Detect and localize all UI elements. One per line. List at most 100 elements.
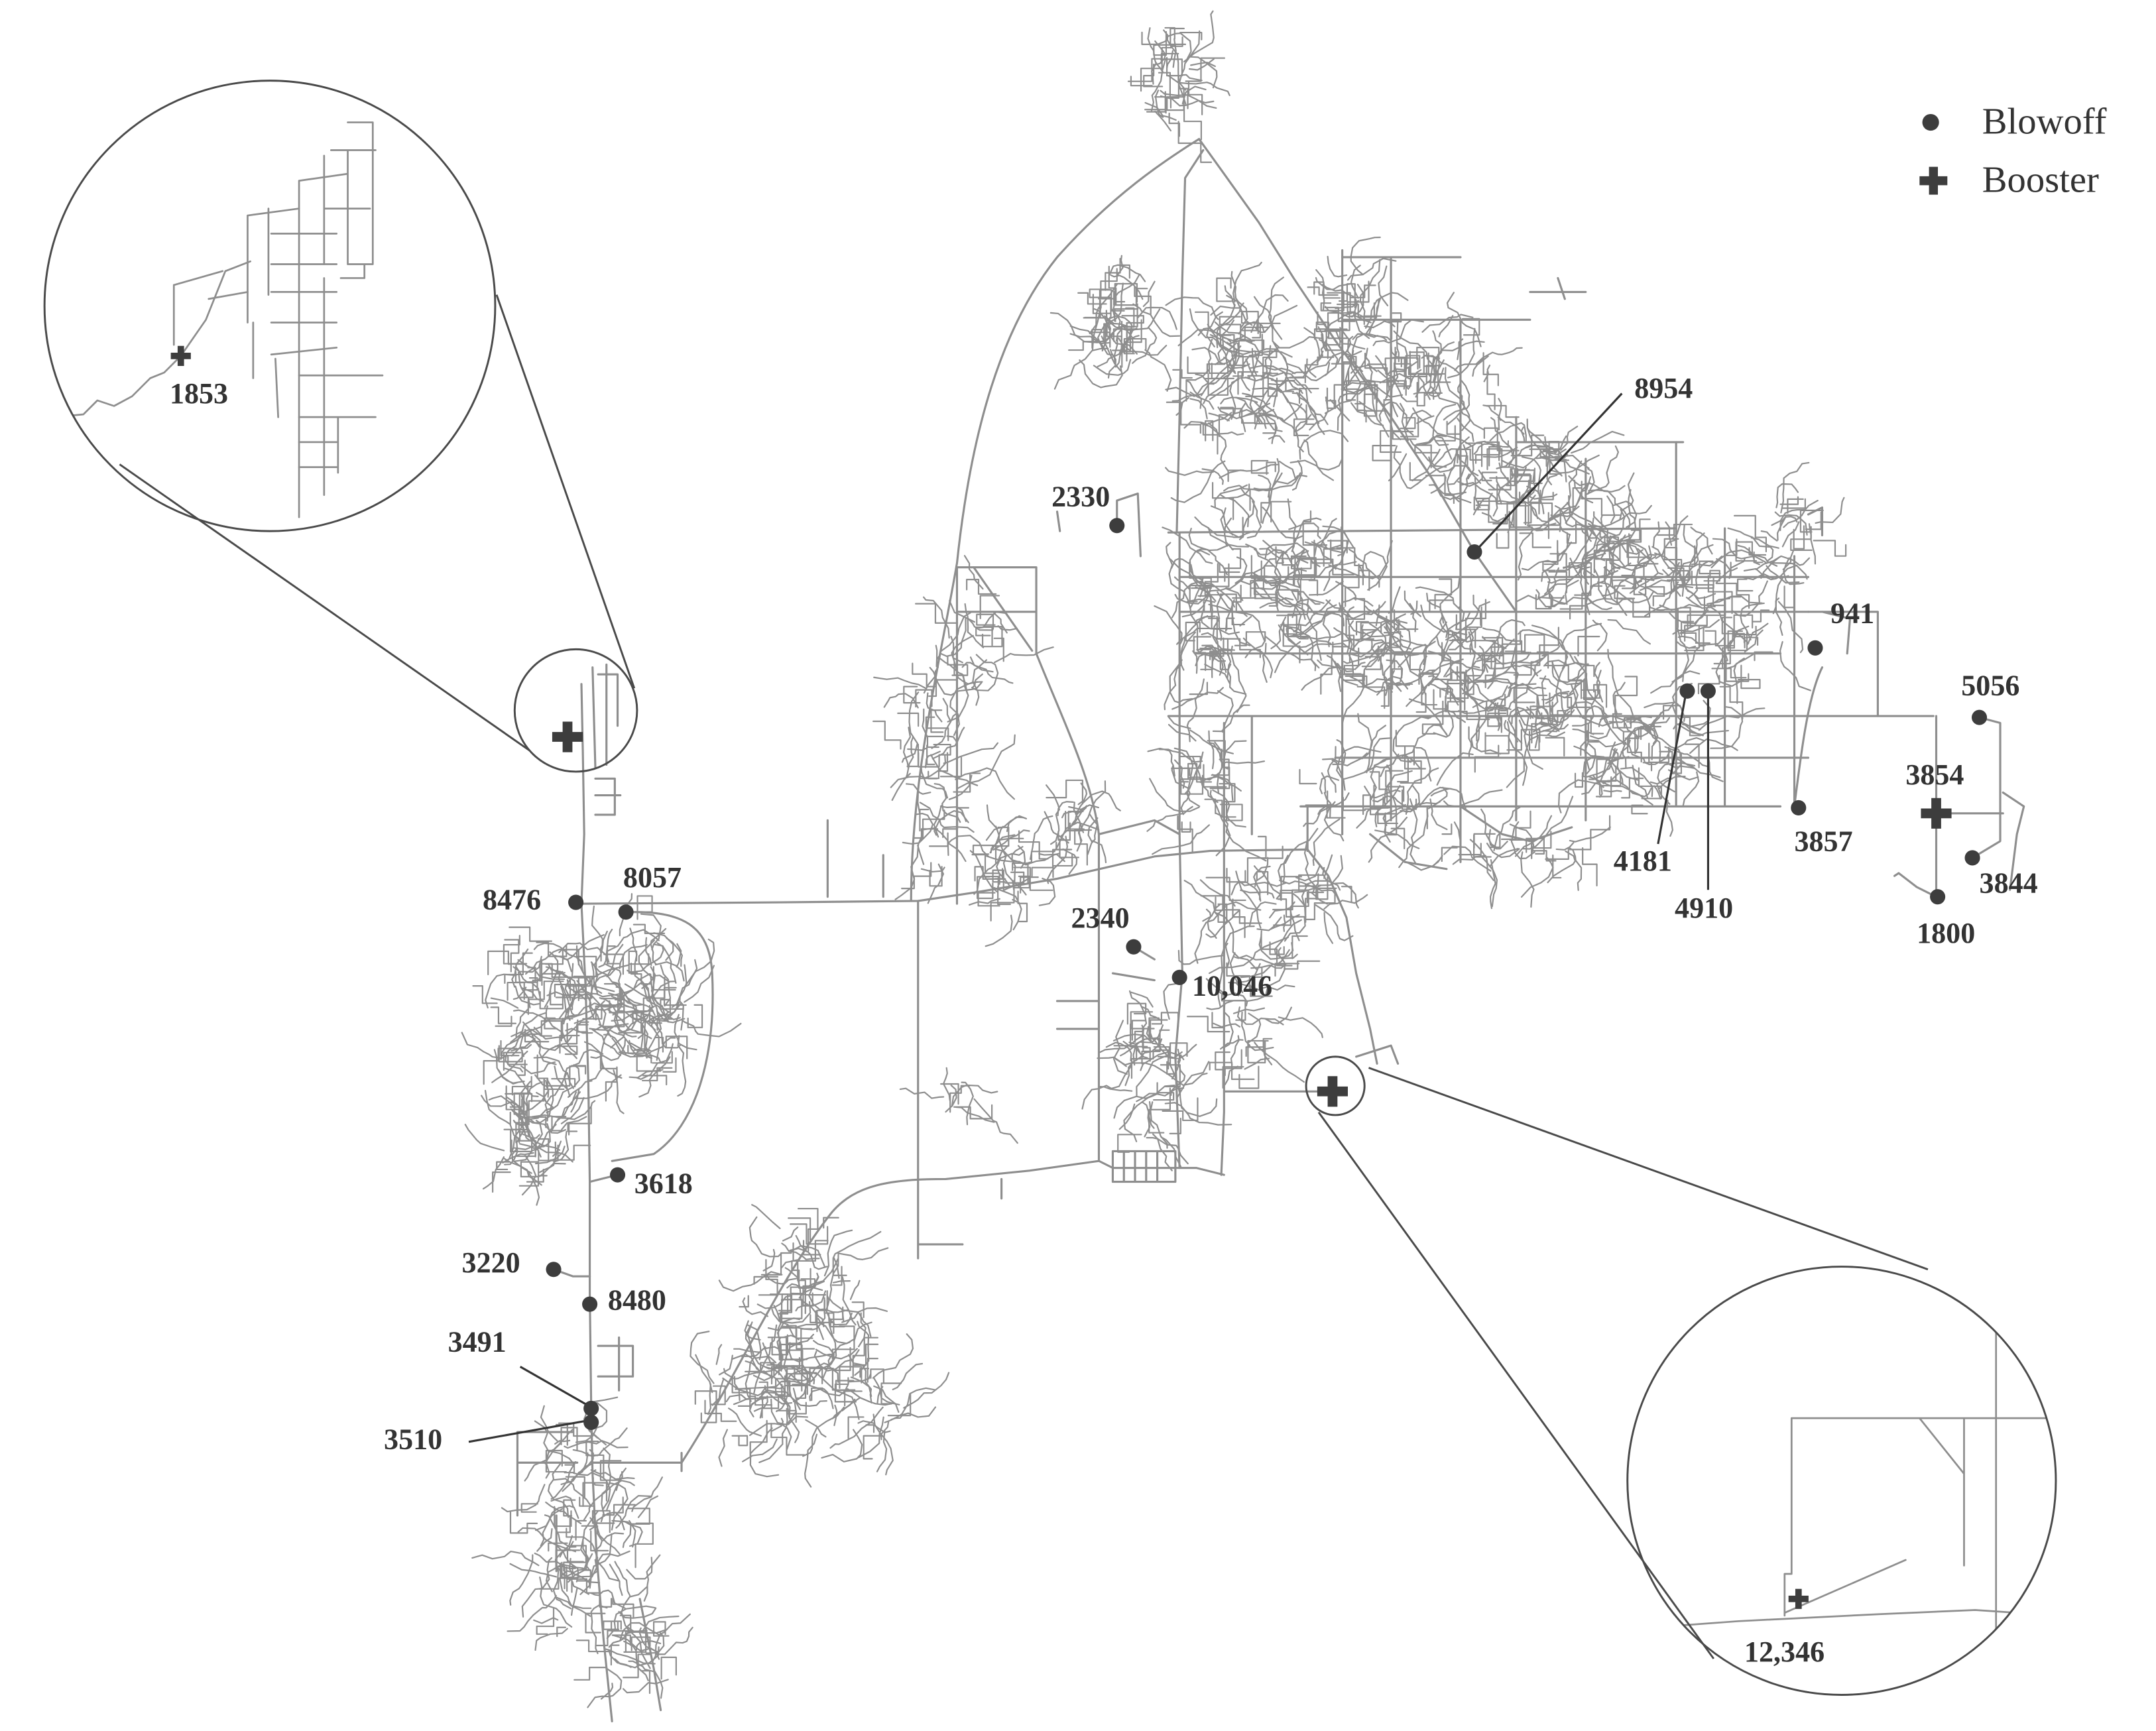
pipe-segment [1317, 804, 1335, 815]
pipe-segment [1350, 284, 1376, 298]
blowoff-label-2330: 2330 [1051, 480, 1110, 512]
pipe-segment [566, 1549, 584, 1563]
pipe-segment [481, 1095, 524, 1114]
pipe-segment [917, 833, 925, 865]
pipe-segment [747, 1321, 782, 1370]
pipe-segment [1393, 609, 1419, 630]
pipe-segment [1261, 336, 1323, 356]
pipe-segment [1244, 326, 1269, 340]
pipe-segment [1128, 990, 1148, 1030]
pipe-segment [1415, 746, 1432, 782]
pipe-segment [1571, 684, 1619, 727]
pipe-segment [976, 613, 996, 630]
pipe-segment [632, 924, 666, 934]
pipe-segment [1224, 548, 1242, 582]
pipe-segment [611, 1496, 624, 1514]
pipe-segment [1212, 704, 1250, 733]
pipe-segment [1539, 677, 1566, 717]
pipe-segment [1584, 664, 1595, 678]
pipe-segment [570, 1586, 578, 1616]
pipe-segment [1421, 682, 1438, 706]
pipe-segment [1219, 1039, 1244, 1050]
pipe-segment [1264, 579, 1321, 605]
pipe-segment [1105, 308, 1161, 331]
pipe-segment [1006, 816, 1024, 833]
pipe-segment [1146, 91, 1166, 113]
pipe-segment [1730, 557, 1746, 569]
pipe-segment [786, 1373, 808, 1395]
pipe-segment [509, 1511, 538, 1534]
pipe-segment [1234, 556, 1248, 584]
pipe-segment [872, 1376, 900, 1405]
pipe-segment [1357, 713, 1373, 774]
pipe-segment [1400, 357, 1419, 370]
pipe-segment [1409, 603, 1417, 632]
pipe-segment [1566, 520, 1577, 544]
pipe-segment [1414, 801, 1441, 806]
pipe-segment [526, 1118, 573, 1163]
pipe-segment [809, 1314, 835, 1323]
pipe-segment [853, 1321, 872, 1343]
pipe-segment [1465, 442, 1483, 467]
pipe-segment [1259, 389, 1277, 412]
pipe-segment [1118, 1103, 1136, 1130]
pipe-segment [1254, 351, 1302, 392]
pipe-segment [560, 985, 568, 1025]
inset-connector-line [119, 463, 531, 752]
pipe-segment [1387, 770, 1413, 813]
pipe-segment [1177, 949, 1224, 965]
pipe-segment [1235, 396, 1261, 425]
pipe-segment [533, 1056, 574, 1089]
pipe-segment [515, 1008, 529, 1038]
leader-line-3491 [519, 1366, 589, 1407]
pipe-main [590, 1451, 683, 1472]
pipe-segment [1252, 322, 1281, 339]
pipe-segment [536, 1092, 554, 1108]
pipe-segment [1295, 865, 1321, 882]
pipe-segment [1250, 555, 1262, 579]
pipe-segment [1175, 1061, 1210, 1099]
pipe-segment [545, 1449, 568, 1473]
pipe-segment [899, 1087, 945, 1099]
pipe-segment [969, 898, 1000, 906]
pipe-segment [943, 742, 999, 764]
pipe-segment [554, 1065, 571, 1097]
pipe-segment [829, 1406, 884, 1449]
pipe-segment [1484, 732, 1510, 754]
pipe-segment [1652, 521, 1660, 548]
pipe-segment [1437, 341, 1455, 357]
pipe-segment [1666, 569, 1689, 581]
pipe-segment [1486, 701, 1508, 717]
pipe-segment [786, 1382, 797, 1425]
pipe-segment [1569, 847, 1583, 891]
pipe-segment [993, 612, 1008, 634]
pipe-main [1055, 492, 1142, 558]
pipe-segment [1174, 592, 1211, 605]
pipe-segment [1775, 597, 1783, 636]
pipe-segment [1228, 981, 1240, 996]
pipe-segment [1472, 640, 1496, 662]
pipe-segment [949, 599, 976, 623]
pipe-segment [504, 952, 533, 985]
pipe-segment [1752, 609, 1770, 623]
pipe-segment [1113, 1045, 1138, 1061]
pipe-segment [1544, 566, 1590, 595]
pipe-segment [677, 1035, 687, 1097]
pipe-segment [1722, 630, 1735, 669]
pipe-main [1220, 721, 1334, 1176]
pipe-segment [922, 708, 928, 738]
pipe-segment [1209, 1061, 1255, 1080]
pipe-segment [1535, 594, 1552, 610]
pipe-segment [747, 1324, 762, 1360]
pipe-segment [833, 1404, 838, 1427]
pipe-segment [973, 1098, 1018, 1144]
pipe-segment [1419, 646, 1427, 696]
pipe-segment [1171, 394, 1197, 402]
pipe-segment [1171, 580, 1202, 619]
pipe-segment [1441, 823, 1453, 835]
pipe-segment [1177, 815, 1193, 853]
pipe-segment [1681, 716, 1701, 737]
pipe-segment [1317, 311, 1327, 326]
pipe-segment [1532, 725, 1553, 733]
pipe-segment [1103, 323, 1114, 343]
